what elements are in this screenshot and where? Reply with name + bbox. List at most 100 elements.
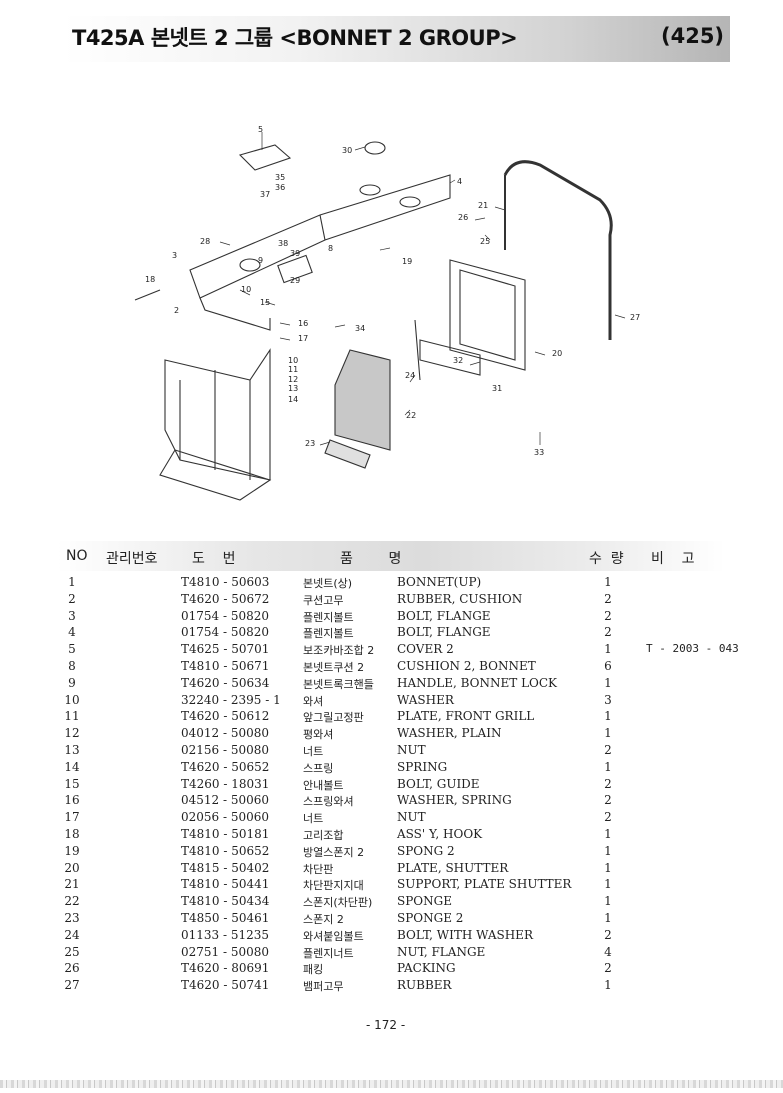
cell-english-name: PACKING [397, 961, 456, 976]
cell-quantity: 2 [604, 961, 612, 976]
callout-label: 20 [552, 349, 562, 358]
cell-english-name: BOLT, GUIDE [397, 776, 480, 791]
cell-no: 10 [64, 692, 80, 707]
cell-code: 32240 - 2395 - 1 [181, 692, 281, 707]
cell-english-name: SUPPORT, PLATE SHUTTER [397, 877, 572, 892]
cell-korean-name: 플렌지볼트 [303, 627, 354, 641]
cell-english-name: WASHER [397, 692, 454, 707]
page-code: (425) [661, 24, 725, 48]
cell-english-name: SPONG 2 [397, 843, 455, 858]
cell-code: 01754 - 50820 [181, 608, 270, 623]
cell-code: T4810 - 50652 [181, 843, 270, 858]
cell-korean-name: 와셔 [303, 694, 324, 708]
cell-english-name: SPONGE 2 [397, 911, 464, 925]
cell-no: 19 [64, 843, 80, 858]
cell-english-name: WASHER, SPRING [397, 793, 512, 808]
cell-no: 18 [64, 827, 80, 841]
cell-quantity: 1 [604, 709, 612, 724]
cell-english-name: BONNET(UP) [397, 575, 482, 589]
cell-code: T4810 - 50434 [181, 894, 270, 909]
cell-quantity: 2 [604, 591, 612, 606]
callout-label: 11 [288, 365, 298, 374]
cell-code: T4620 - 50672 [181, 591, 270, 606]
column-header-part-name: 품 명 [340, 551, 402, 567]
cell-quantity: 2 [604, 743, 612, 757]
cell-english-name: CUSHION 2, BONNET [397, 659, 536, 673]
cell-english-name: HANDLE, BONNET LOCK [397, 675, 558, 690]
cell-no: 20 [64, 860, 80, 875]
cell-korean-name: 본넷트(상) [303, 577, 353, 590]
cell-quantity: 1 [604, 860, 612, 875]
cell-english-name: NUT [397, 810, 426, 825]
cell-english-name: RUBBER [397, 978, 452, 993]
callout-label: 19 [402, 257, 412, 266]
callout-label: 24 [405, 371, 415, 380]
column-header-no: NO [66, 548, 88, 564]
cell-english-name: COVER 2 [397, 642, 454, 657]
cell-code: T4850 - 50461 [181, 911, 270, 925]
cell-korean-name: 스폰지 2 [303, 913, 344, 926]
cell-korean-name: 보조카바조합 2 [303, 644, 375, 658]
cell-korean-name: 너트 [303, 812, 324, 826]
cell-quantity: 2 [604, 927, 612, 942]
cell-english-name: RUBBER, CUSHION [397, 591, 523, 606]
cell-code: T4810 - 50603 [181, 575, 270, 589]
callout-label: 12 [288, 375, 298, 384]
callout-label: 25 [480, 237, 490, 246]
cell-english-name: BOLT, FLANGE [397, 608, 491, 623]
callout-label: 16 [298, 319, 308, 328]
cell-english-name: ASS' Y, HOOK [397, 827, 483, 841]
callout-label: 36 [275, 183, 285, 192]
callout-label: 32 [453, 356, 463, 365]
cell-quantity: 1 [604, 843, 612, 858]
cell-code: T4620 - 50634 [181, 675, 270, 690]
cell-quantity: 1 [604, 911, 612, 925]
cell-no: 16 [64, 793, 80, 808]
cell-no: 5 [68, 642, 76, 657]
cell-code: T4260 - 18031 [181, 776, 270, 791]
callout-label: 39 [290, 249, 300, 258]
cell-no: 8 [68, 659, 76, 673]
cell-quantity: 1 [604, 877, 612, 892]
cell-no: 17 [64, 810, 80, 825]
cell-english-name: PLATE, FRONT GRILL [397, 709, 535, 724]
cell-note: T - 2003 - 043 [646, 642, 739, 656]
column-header-qty: 수 량 [589, 551, 624, 567]
cell-code: 02056 - 50060 [181, 810, 270, 825]
callout-label: 8 [328, 244, 333, 253]
cell-no: 14 [64, 759, 80, 774]
callout-label: 5 [258, 125, 263, 134]
cell-code: 01133 - 51235 [181, 927, 270, 942]
callout-label: 28 [200, 237, 210, 246]
cell-english-name: BOLT, WITH WASHER [397, 927, 533, 942]
cell-quantity: 6 [604, 659, 612, 673]
cell-korean-name: 차단판지지대 [303, 879, 364, 893]
cell-no: 15 [64, 776, 80, 791]
callout-label: 27 [630, 313, 640, 322]
page-number: - 172 - [366, 1018, 406, 1032]
cell-korean-name: 본넷트쿠션 2 [303, 661, 365, 674]
cell-quantity: 1 [604, 675, 612, 690]
cell-korean-name: 스프링 [303, 761, 334, 775]
callout-label: 9 [258, 256, 263, 265]
callout-label: 15 [260, 298, 270, 307]
cell-english-name: BOLT, FLANGE [397, 625, 491, 640]
cell-english-name: NUT, FLANGE [397, 944, 486, 959]
callout-label: 3 [172, 251, 177, 260]
